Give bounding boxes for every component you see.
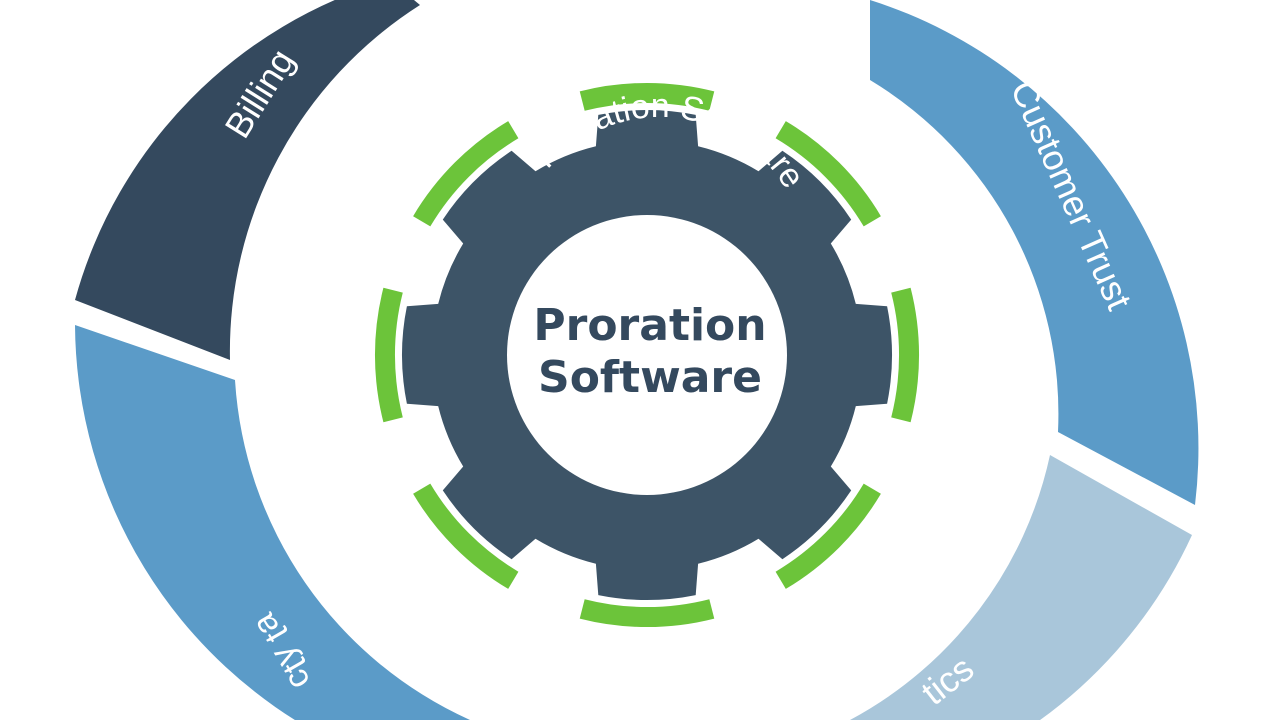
center-title-line2: Software xyxy=(538,352,762,403)
gear-accent-arc xyxy=(374,287,403,423)
gear-accent-arc xyxy=(413,121,519,227)
gear-accent-arc xyxy=(579,599,715,628)
gear-accent-arc xyxy=(891,287,920,423)
segment-lower-left xyxy=(75,325,470,720)
gear-accent-arc xyxy=(775,483,881,589)
gear-accent-arc xyxy=(413,483,519,589)
gear-accent-arc xyxy=(775,121,881,227)
segment-billing xyxy=(75,0,420,360)
gear-accent-arc xyxy=(579,82,715,111)
center-title: Proration Software xyxy=(525,300,775,404)
center-title-line1: Proration xyxy=(533,300,767,351)
segment-customer-trust xyxy=(870,0,1199,505)
segment-analytics xyxy=(850,455,1192,720)
outer-ring: Billing Customer Trust tics ɐʇ ʎʇɔ xyxy=(75,0,1199,720)
gear-icon: Proration Software xyxy=(374,82,920,628)
gear-accent-ring xyxy=(374,82,920,628)
gear-hub xyxy=(507,215,787,495)
